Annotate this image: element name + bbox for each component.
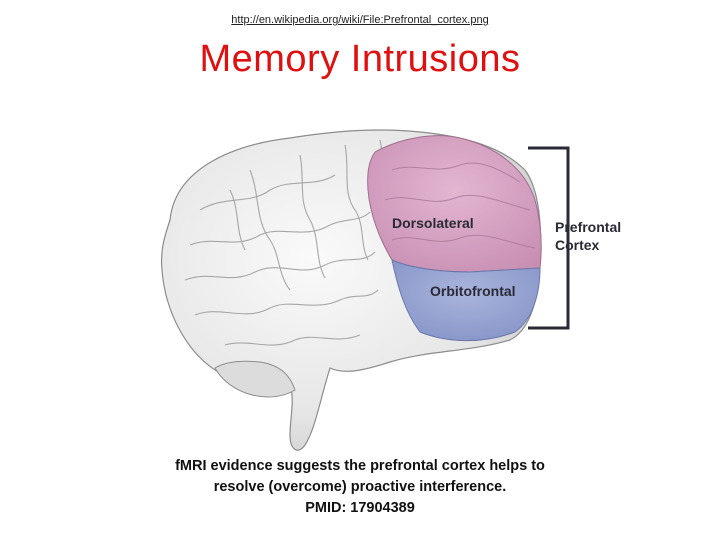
caption: fMRI evidence suggests the prefrontal co… [0,456,720,519]
orbitofrontal-label: Orbitofrontal [430,283,516,299]
caption-line-2: resolve (overcome) proactive interferenc… [0,477,720,498]
slide-title: Memory Intrusions [0,38,720,81]
caption-line-1: fMRI evidence suggests the prefrontal co… [0,456,720,477]
dorsolateral-label: Dorsolateral [392,215,474,231]
caption-line-3: PMID: 17904389 [0,498,720,519]
prefrontal-label-line1: Prefrontal [555,219,621,235]
prefrontal-label-line2: Cortex [555,237,600,253]
source-link[interactable]: http://en.wikipedia.org/wiki/File:Prefro… [0,14,720,26]
dorsolateral-region [368,136,541,272]
prefrontal-cortex-figure: Dorsolateral Orbitofrontal Prefrontal Co… [130,100,640,460]
